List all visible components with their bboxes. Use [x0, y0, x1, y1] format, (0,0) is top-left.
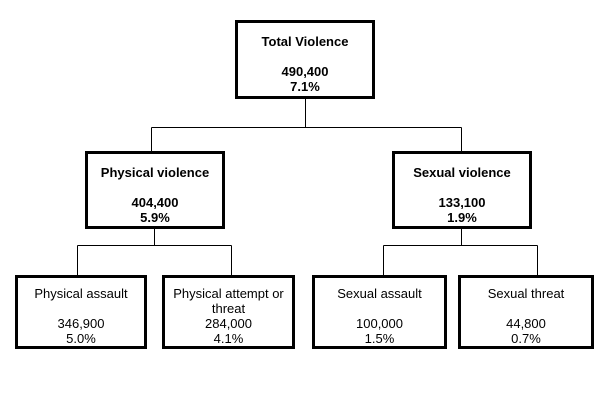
node-value: 44,800 — [506, 316, 546, 331]
node-percent: 1.5% — [364, 331, 395, 346]
node-physical-attempt-or-threat: Physical attempt or threat 284,000 4.1% — [162, 275, 295, 349]
node-value: 284,000 — [205, 316, 252, 331]
node-sexual-violence: Sexual violence 133,100 1.9% — [392, 151, 532, 229]
node-label: Total Violence — [261, 34, 349, 49]
node-label: Sexual violence — [413, 165, 511, 180]
node-sexual-assault: Sexual assault 100,000 1.5% — [312, 275, 447, 349]
node-value: 346,900 — [57, 316, 105, 331]
edge-sexual-children — [383, 229, 538, 275]
node-percent: 5.9% — [140, 210, 170, 225]
node-percent: 4.1% — [213, 331, 244, 346]
node-label: Physical assault — [34, 286, 128, 301]
node-percent: 5.0% — [66, 331, 96, 346]
node-value: 100,000 — [356, 316, 403, 331]
node-percent: 0.7% — [511, 331, 541, 346]
edge-total-children — [151, 99, 462, 151]
node-label: Sexual threat — [487, 286, 565, 301]
node-value: 404,400 — [131, 195, 179, 210]
node-total-violence: Total Violence 490,400 7.1% — [235, 20, 375, 99]
node-physical-violence: Physical violence 404,400 5.9% — [85, 151, 225, 229]
node-percent: 7.1% — [290, 79, 320, 94]
node-sexual-threat: Sexual threat 44,800 0.7% — [458, 275, 594, 349]
node-label: Sexual assault — [337, 286, 422, 301]
node-percent: 1.9% — [447, 210, 477, 225]
node-physical-assault: Physical assault 346,900 5.0% — [15, 275, 147, 349]
node-label: Physical violence — [100, 165, 210, 180]
node-value: 133,100 — [438, 195, 486, 210]
node-value: 490,400 — [281, 64, 329, 79]
edge-physical-children — [77, 229, 232, 275]
node-label: Physical attempt or threat — [173, 286, 284, 316]
